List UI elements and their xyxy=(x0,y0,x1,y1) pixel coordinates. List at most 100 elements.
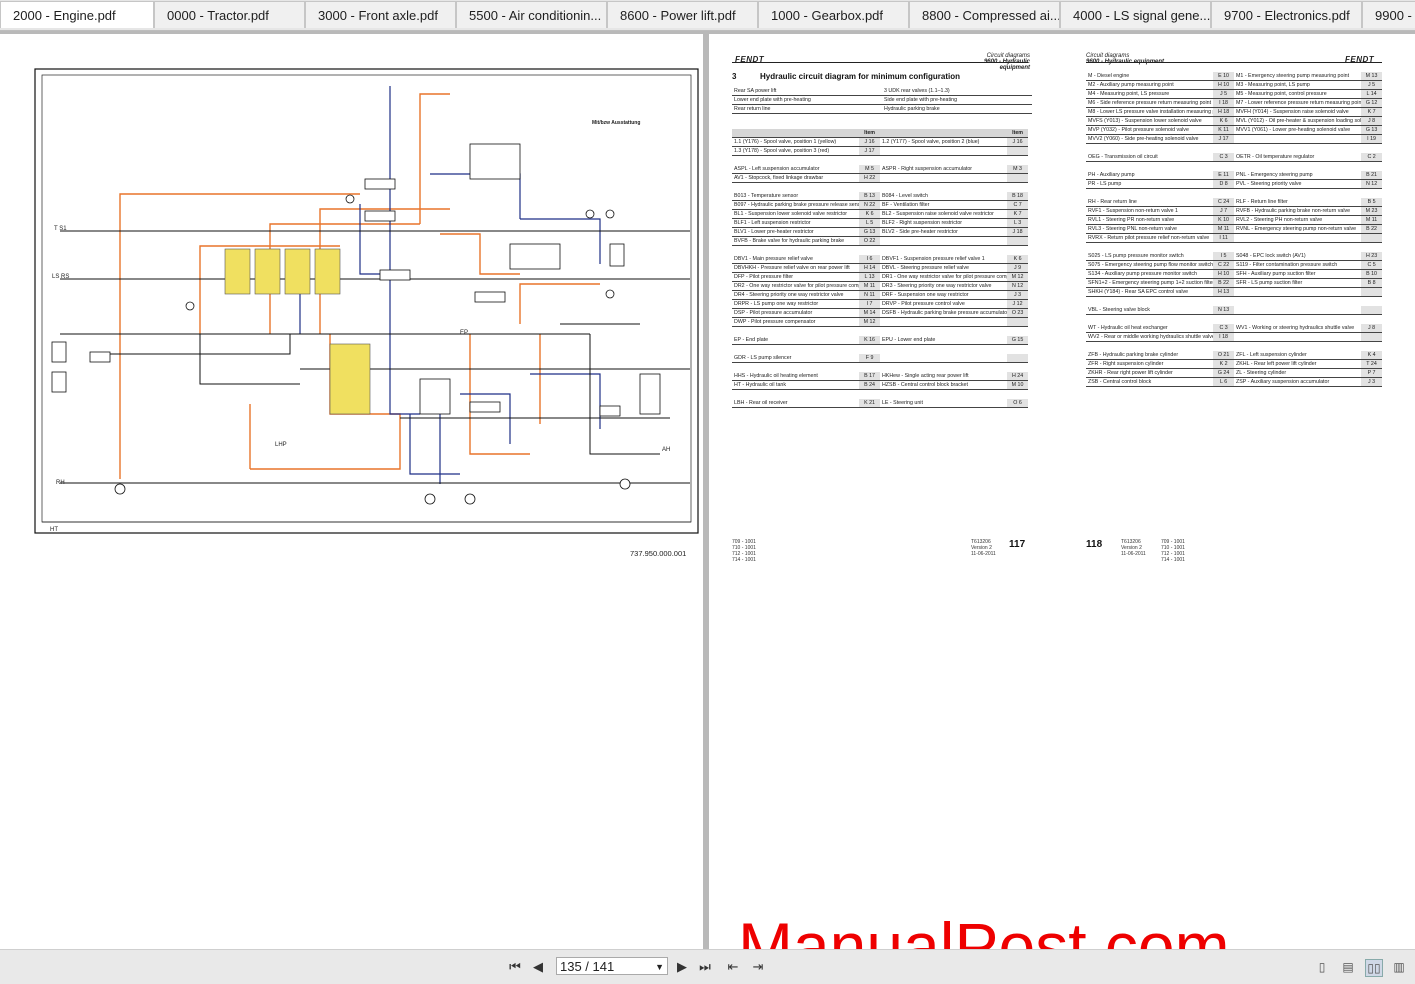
section-title: Hydraulic circuit diagram for minimum co… xyxy=(760,72,961,81)
blue-lines xyxy=(299,86,601,484)
fendt-logo-left: FENDT xyxy=(735,55,765,64)
footer-serials-right: 709 - 1001 710 - 1001 712 - 1001 714 - 1… xyxy=(1161,539,1185,563)
page-number-118: 118 xyxy=(1086,539,1103,550)
fendt-logo-right: FENDT xyxy=(1345,55,1375,64)
chevron-down-icon[interactable]: ▼ xyxy=(655,962,664,972)
tab-9[interactable]: 9700 - Electronics.pdf xyxy=(1211,1,1362,28)
footer-meta-right: T613206 Version 2 11-06-2011 xyxy=(1121,539,1146,557)
previous-page-icon[interactable]: ◀ xyxy=(533,959,543,974)
page-header-right: Circuit diagrams 9600 - Hydraulic equipm… xyxy=(1086,53,1165,65)
tab-4[interactable]: 5500 - Air conditionin... xyxy=(456,1,607,28)
document-viewer[interactable]: Mit/bzw Ausstattung LHP HT RH EP T S1 LS… xyxy=(0,31,1415,949)
legend-row: SFN1+2 - Emergency steering pump 1+2 suc… xyxy=(1086,278,1382,288)
last-page-icon[interactable]: ⏭ xyxy=(699,959,711,974)
spool-valve-bank xyxy=(224,248,371,415)
tab-5[interactable]: 8600 - Power lift.pdf xyxy=(607,1,758,28)
go-forward-icon[interactable]: ⇥ xyxy=(752,959,764,974)
tab-8[interactable]: 4000 - LS signal gene... xyxy=(1060,1,1211,28)
legend-row: S134 - Auxiliary pump pressure monitor s… xyxy=(1086,269,1382,279)
legend-row: WV2 - Rear or middle working hydraulics … xyxy=(1086,332,1382,342)
hydraulic-circuit-diagram: Mit/bzw Ausstattung LHP HT RH EP T S1 LS… xyxy=(34,68,699,558)
legend-row: 1.1 (Y176) - Spool valve, position 1 (ye… xyxy=(732,137,1028,147)
tab-7[interactable]: 8800 - Compressed ai... xyxy=(909,1,1060,28)
options-title: Mit/bzw Ausstattung xyxy=(592,120,640,126)
page-number-field[interactable]: 135 / 141 ▼ xyxy=(556,957,668,975)
section-number: 3 xyxy=(732,72,737,81)
drawing-number: 737.950.000.001 xyxy=(630,549,686,558)
legend-row: 1.3 (Y178) - Spool valve, position 3 (re… xyxy=(732,146,1028,156)
tab-10[interactable]: 9900 - xyxy=(1362,1,1415,28)
watermark-text: ManualPost.com xyxy=(738,909,1230,949)
tab-6[interactable]: 1000 - Gearbox.pdf xyxy=(758,1,909,28)
single-page-view-icon[interactable]: ▯ xyxy=(1318,960,1326,974)
legend-row: MVV2 (Y060) - Side pre-heating solenoid … xyxy=(1086,134,1382,144)
tab-1[interactable]: 2000 - Engine.pdf xyxy=(0,1,154,28)
legend-row: MVP (Y032) - Pilot pressure solenoid val… xyxy=(1086,125,1382,135)
label-ah: AH xyxy=(662,447,670,453)
legend-row: DR4 - Steering priority one way restrict… xyxy=(732,290,1028,300)
first-page-icon[interactable]: ⏮ xyxy=(509,959,521,974)
legend-row: MVFS (Y013) - Suspension lower solenoid … xyxy=(1086,116,1382,126)
tab-3[interactable]: 3000 - Front axle.pdf xyxy=(305,1,456,28)
label-rh: RH xyxy=(56,480,65,486)
page-number-117: 117 xyxy=(1009,539,1026,550)
legend-row: B097 - Hydraulic parking brake pressure … xyxy=(732,200,1028,210)
legend-row: M8 - Lower LS pressure valve installatio… xyxy=(1086,107,1382,117)
legend-row: BVFB - Brake valve for hydraulic parking… xyxy=(732,236,1028,246)
continuous-view-icon[interactable]: ▤ xyxy=(1342,960,1354,974)
continuous-facing-view-icon[interactable]: ▥ xyxy=(1393,960,1405,974)
orange-lines xyxy=(119,93,600,479)
label-ep: EP xyxy=(460,330,468,336)
facing-pages-view-icon[interactable]: ▯▯ xyxy=(1365,959,1383,977)
label-lsrs: LS RS xyxy=(52,274,69,280)
legend-row: RVRX - Return pilot pressure relief non-… xyxy=(1086,233,1382,243)
tab-2[interactable]: 0000 - Tractor.pdf xyxy=(154,1,305,28)
legend-row: BL1 - Suspension lower solenoid valve re… xyxy=(732,209,1028,219)
pdf-page-diagram: Mit/bzw Ausstattung LHP HT RH EP T S1 LS… xyxy=(0,34,703,949)
legend-row: M6 - Side reference pressure return meas… xyxy=(1086,98,1382,108)
go-back-icon[interactable]: ⇤ xyxy=(727,959,739,974)
legend-row: S075 - Emergency steering pump flow moni… xyxy=(1086,260,1382,270)
next-page-icon[interactable]: ▶ xyxy=(677,959,687,974)
legend-row: DR2 - One way restrictor valve for pilot… xyxy=(732,281,1028,291)
